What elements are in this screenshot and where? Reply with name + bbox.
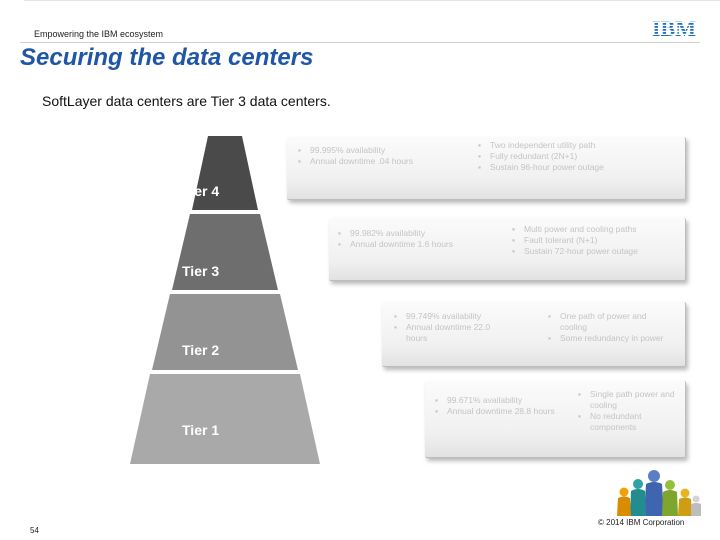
pyramid-level-tier2 xyxy=(152,294,298,370)
tier2-metrics-list: 99.749% availability Annual downtime 22.… xyxy=(394,311,509,344)
list-item: Sustain 96-hour power outage xyxy=(478,162,604,173)
list-item: Annual downtime 28.8 hours xyxy=(435,406,560,417)
ibm-logo-icon: IBM xyxy=(652,17,696,41)
header-divider xyxy=(20,42,700,43)
list-item: Two independent utility path xyxy=(478,140,604,151)
subtitle: SoftLayer data centers are Tier 3 data c… xyxy=(42,93,331,109)
list-item: Fault tolerant (N+1) xyxy=(512,235,638,246)
list-item: 99.982% availability xyxy=(338,228,453,239)
tier4-metrics-list: 99.995% availability Annual downtime .04… xyxy=(298,145,413,167)
list-item: Single path power and cooling xyxy=(578,389,678,411)
page-number: 54 xyxy=(30,526,39,535)
tier2-label: Tier 2 xyxy=(182,342,219,358)
tier1-label: Tier 1 xyxy=(182,422,219,438)
list-item: 99.749% availability xyxy=(394,311,509,322)
tier1-features-list: Single path power and cooling No redunda… xyxy=(578,389,678,433)
list-item: 99.995% availability xyxy=(298,145,413,156)
list-item: Annual downtime 22.0 hours xyxy=(394,322,509,344)
list-item: Sustain 72-hour power outage xyxy=(512,246,638,257)
tier1-metrics-list: 99.671% availability Annual downtime 28.… xyxy=(435,395,560,417)
ibm-logo-text: IBM xyxy=(652,17,696,41)
pyramid-level-tier1 xyxy=(130,374,320,464)
tier2-features-list: One path of power and cooling Some redun… xyxy=(548,311,670,344)
tier3-label: Tier 3 xyxy=(182,263,219,279)
list-item: Annual downtime .04 hours xyxy=(298,156,413,167)
list-item: No redundant components xyxy=(578,411,678,433)
list-item: Multi power and cooling paths xyxy=(512,224,638,235)
copyright-notice: © 2014 IBM Corporation xyxy=(598,518,685,527)
list-item: One path of power and cooling xyxy=(548,311,670,333)
tier3-metrics-list: 99.982% availability Annual downtime 1.6… xyxy=(338,228,453,250)
page-title: Securing the data centers xyxy=(20,44,314,71)
people-group-icon xyxy=(617,470,701,516)
tier4-label: Tier 4 xyxy=(182,183,219,199)
tier4-features-list: Two independent utility path Fully redun… xyxy=(478,140,604,173)
top-border xyxy=(24,0,720,1)
list-item: 99.671% availability xyxy=(435,395,560,406)
list-item: Some redundancy in power xyxy=(548,333,670,344)
tier-pyramid: Tier 4 Tier 3 Tier 2 Tier 1 xyxy=(130,136,320,464)
ecosystem-label: Empowering the IBM ecosystem xyxy=(34,29,164,39)
list-item: Annual downtime 1.6 hours xyxy=(338,239,453,250)
tier3-features-list: Multi power and cooling paths Fault tole… xyxy=(512,224,638,257)
pyramid-level-tier4 xyxy=(192,136,258,210)
tier4-info-panel: 99.995% availability Annual downtime .04… xyxy=(287,137,686,200)
list-item: Fully redundant (2N+1) xyxy=(478,151,604,162)
tier2-info-panel: 99.749% availability Annual downtime 22.… xyxy=(382,302,686,367)
pyramid-level-tier3 xyxy=(172,214,278,290)
tier1-info-panel: 99.671% availability Annual downtime 28.… xyxy=(425,381,686,458)
tier3-info-panel: 99.982% availability Annual downtime 1.6… xyxy=(329,218,686,281)
